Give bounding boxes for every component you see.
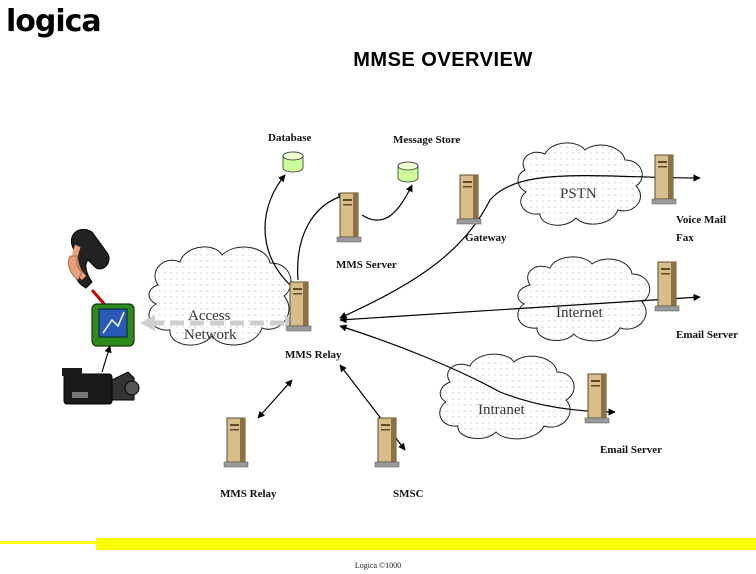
database-label: Database: [268, 132, 312, 144]
pstn-cloud: [517, 142, 643, 226]
mms-relay-2-label: MMS Relay: [220, 488, 277, 500]
email-server-intranet-icon: [584, 373, 610, 424]
intranet-cloud: [439, 353, 575, 440]
database-icon: [282, 151, 304, 173]
network-label: Network: [184, 327, 237, 343]
pda-icon: [91, 303, 135, 347]
fax-label: Fax: [676, 232, 694, 244]
phone-icon: [68, 228, 110, 289]
voice-mail-label: Voice Mail: [676, 214, 726, 226]
internet-cloud: [517, 256, 651, 342]
voice-mail-server-icon: [651, 154, 677, 205]
smsc-label: SMSC: [393, 488, 424, 500]
email-server-internet-label: Email Server: [676, 329, 739, 341]
page-title: MMSE OVERVIEW: [353, 49, 533, 71]
footer-band: [96, 538, 756, 550]
mms-relay-main-label: MMS Relay: [285, 349, 342, 361]
message-store-label: Message Store: [393, 134, 461, 146]
footer-band-thin: [0, 541, 96, 544]
mms-relay-2-server-icon: [223, 417, 249, 468]
mms-server-icon: [336, 192, 362, 243]
mms-server-label: MMS Server: [336, 259, 397, 271]
intranet-label: Intranet: [478, 402, 525, 418]
video-camera-icon: [62, 368, 140, 405]
mms-relay-server-icon: [286, 281, 312, 332]
message-store-icon: [397, 161, 419, 183]
email-server-intranet-label: Email Server: [600, 444, 663, 456]
copyright-footer: Logica ©1000: [354, 561, 402, 570]
logica-logo: logica: [6, 4, 102, 39]
smsc-server-icon: [374, 417, 400, 468]
gateway-label: Gateway: [465, 232, 507, 244]
pstn-label: PSTN: [560, 186, 597, 202]
gateway-server-icon: [456, 174, 482, 225]
email-server-internet-icon: [654, 261, 680, 312]
internet-label: Internet: [556, 305, 603, 321]
access-label: Access: [188, 308, 231, 324]
